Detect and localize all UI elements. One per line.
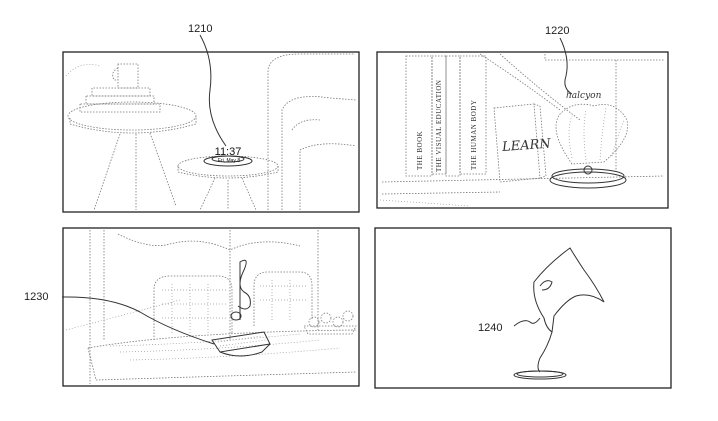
book-cover-text: LEARN <box>501 137 552 155</box>
side-table-drawing <box>65 63 197 211</box>
keyboard-device-drawing <box>211 331 271 357</box>
book-3 <box>459 55 487 175</box>
book-spine-1: THE BOOK <box>416 131 424 170</box>
hologram-fan-drawing <box>549 103 629 189</box>
leader-line-1210 <box>199 34 227 147</box>
ref-label-1230: 1230 <box>24 291 48 303</box>
creature-hologram-drawing <box>533 247 605 373</box>
book-spine-2: THE VISUAL EDUCATION <box>435 80 443 172</box>
panel-1220: THE BOOK THE VISUAL EDUCATION THE HUMAN … <box>376 25 669 209</box>
panel-1230-frame <box>62 227 360 387</box>
chairs-drawing <box>153 271 313 340</box>
leader-line-1230 <box>61 296 215 345</box>
panel-1240: 1240 <box>374 227 672 389</box>
table-drawing <box>87 329 357 381</box>
book-stack-drawing <box>405 55 487 177</box>
music-note-hologram-drawing <box>230 259 251 321</box>
projector-device <box>549 171 627 189</box>
learn-book-drawing <box>493 103 547 183</box>
book-2 <box>431 55 447 175</box>
ref-label-1240: 1240 <box>478 322 502 334</box>
clock-table-drawing <box>177 155 279 211</box>
window-background-drawing <box>65 230 319 384</box>
leader-line-1220 <box>559 37 573 95</box>
clock-date-text: Fri, May 8 <box>218 158 240 164</box>
fruit-basket-drawing <box>303 310 357 335</box>
panel-1210: 11:37 Fri, May 8 1210 <box>62 23 360 213</box>
ref-label-1220: 1220 <box>545 25 569 37</box>
armchair-drawing <box>267 53 357 210</box>
panel-1240-frame <box>374 227 672 389</box>
ref-label-1210: 1210 <box>188 23 212 35</box>
panel-1230: 1230 <box>24 227 360 387</box>
panel-1220-frame <box>376 51 669 209</box>
leader-line-1240 <box>513 317 541 327</box>
hologram-word-text: halcyon <box>566 91 602 101</box>
clock-time-text: 11:37 <box>215 146 242 158</box>
book-1 <box>405 55 433 177</box>
book-spine-3: THE HUMAN BODY <box>470 100 478 170</box>
shelf-background-drawing <box>379 53 665 207</box>
